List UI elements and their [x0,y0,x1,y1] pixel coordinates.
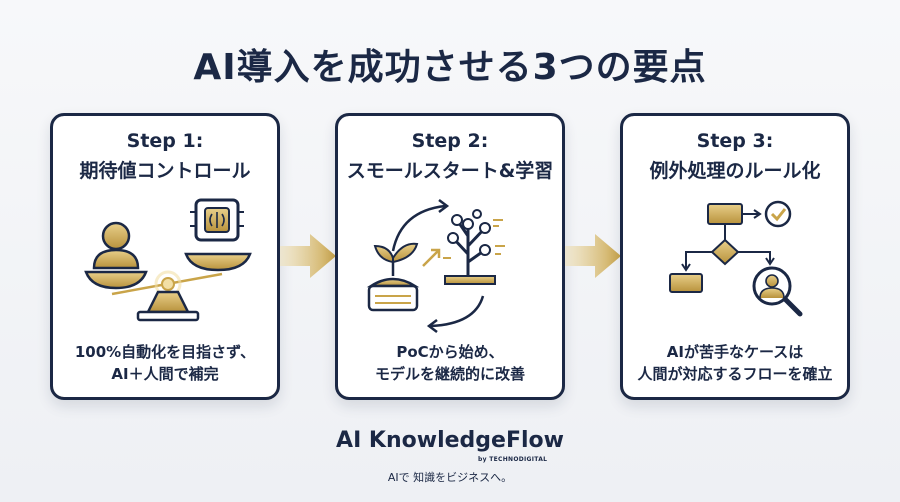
right-arrow-icon [565,234,621,278]
page-title: AI導入を成功させる3つの要点 [193,47,707,88]
cycle-arrows-icon [391,199,485,333]
step-title: 例外処理のルール化 [649,160,821,182]
person-icon [92,221,140,270]
desc-line: AI＋人間で補完 [111,365,219,383]
step-description: 100%自動化を目指さず、 AI＋人間で補完 [53,341,277,385]
growth-illustration [366,199,505,333]
desc-line: 100%自動化を目指さず、 [74,343,256,361]
step-description: AIが苦手なケースは 人間が対応するフローを確立 [623,341,847,385]
person-magnifier-icon [752,266,803,317]
step-card-3: Step 3: 例外処理のルール化 [620,113,850,400]
balance-scale-icon [84,198,252,322]
brand-by: by TECHNODIGITAL [478,456,548,463]
desc-line: AIが苦手なケースは [666,343,804,361]
growth-tree-icon [443,209,505,285]
check-circle-icon [764,200,792,228]
flowchart-illustration [669,200,803,317]
desc-line: 人間が対応するフローを確立 [637,365,833,383]
desc-line: PoCから始め、 [396,343,504,361]
brand-tagline: AIで 知識をビジネスへ。 [387,471,513,484]
step-card-2: Step 2: スモールスタート&学習 [335,113,565,400]
step-title: スモールスタート&学習 [346,160,554,182]
sprout-icon [366,242,420,312]
right-arrow-icon [280,234,336,278]
desc-line: モデルを継続的に改善 [374,365,525,383]
step-card-1: Step 1: 期待値コントロール [50,113,280,400]
step-label: Step 3: [696,130,774,152]
step-title: 期待値コントロール [79,160,251,182]
step-label: Step 1: [126,130,204,152]
step-description: PoCから始め、 モデルを継続的に改善 [338,341,562,385]
ai-chip-icon [190,198,244,242]
step-label: Step 2: [411,130,489,152]
flowchart-icon [669,203,775,293]
brand-name: AI KnowledgeFlow [336,428,564,453]
